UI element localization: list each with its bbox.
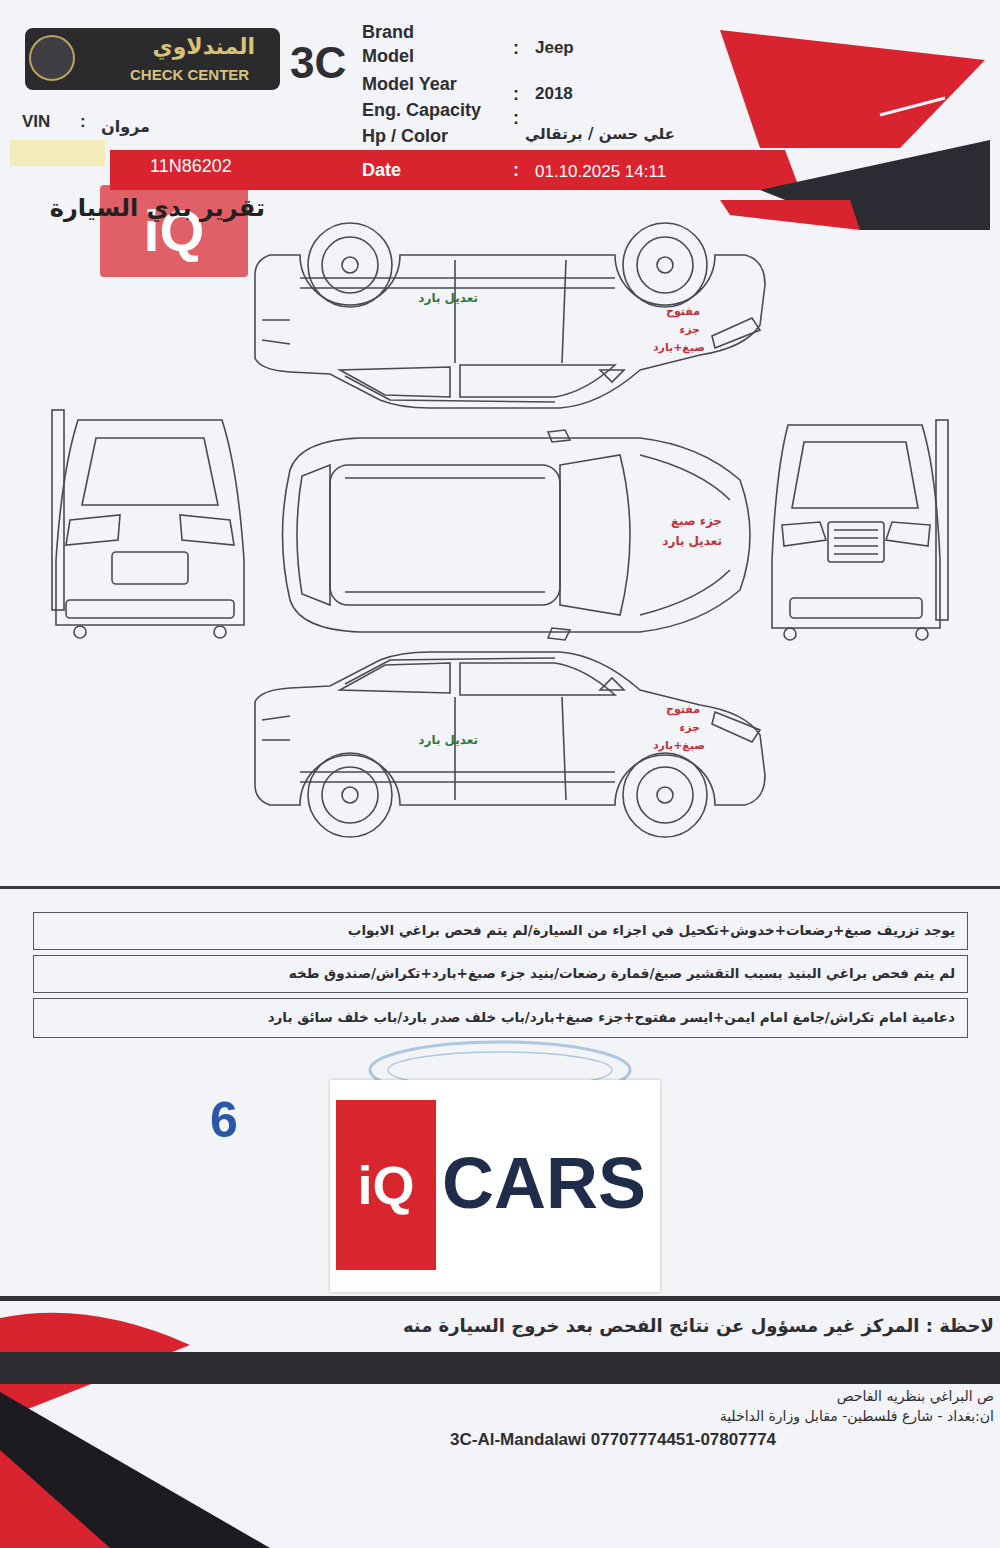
car-rear-view-left — [52, 410, 244, 638]
separator: : — [513, 108, 519, 129]
damage-note: تعديل بارد — [418, 292, 478, 306]
damage-note: جزء صبغ — [671, 515, 722, 529]
car-side-view-flipped — [255, 223, 765, 408]
note-row-text: يوجد تزريف صبغ+رضعات+خدوش+تكحيل في اجزاء… — [46, 922, 955, 938]
note-row: لم يتم فحص براغي البنيد بسبب التقشير صبغ… — [33, 955, 968, 993]
note-row: دعامية امام تكراش/جامغ امام ايمن+ايسر مف… — [33, 998, 968, 1038]
car-top-view — [283, 430, 751, 640]
car-side-view — [255, 652, 765, 837]
section-rule — [0, 886, 1000, 889]
separator: : — [513, 84, 519, 105]
damage-note: صبغ+بارد — [653, 342, 705, 355]
field-value: مروان — [101, 118, 150, 136]
footer-address: ان:بغداد - شارع فلسطين- مقابل وزارة الدا… — [720, 1408, 994, 1424]
page-number: 6 — [210, 1092, 238, 1150]
brand-mark: 3C — [290, 38, 346, 89]
brand-subtitle: CHECK CENTER — [130, 66, 249, 83]
damage-note: مفتوح — [666, 704, 700, 717]
damage-note: جزء — [680, 324, 700, 337]
damage-note: مفتوح — [666, 306, 700, 319]
header-decoration — [10, 28, 990, 230]
separator: : — [513, 160, 519, 181]
separator: : — [80, 112, 86, 132]
logo-badge-text: iQ — [336, 1100, 436, 1270]
note-row-text: لم يتم فحص براغي البنيد بسبب التقشير صبغ… — [46, 965, 955, 981]
damage-note: جزء — [680, 722, 700, 735]
brand-name: المندلاوي — [153, 34, 255, 59]
car-front-view-right — [772, 420, 948, 640]
field-name: Eng. Capacity — [362, 100, 481, 121]
field-name: Model Year — [362, 74, 457, 95]
footer-decoration — [0, 1296, 1000, 1548]
footer-contact: 3C-Al-Mandalawi 07707774451-07807774 — [450, 1430, 776, 1450]
disclaimer-note: لاحظة : المركز غير مسؤول عن نتائج الفحص … — [403, 1316, 994, 1337]
logo-card-text: CARS — [442, 1142, 646, 1224]
note-row-text: دعامية امام تكراش/جامغ امام ايمن+ايسر مف… — [46, 1009, 955, 1025]
field-value: Jeep — [535, 38, 574, 58]
field-name: Hp / Color — [362, 126, 448, 147]
field-value: 01.10.2025 14:11 — [535, 162, 666, 182]
footer-note: ص البراغي بنظريه الفاحص — [837, 1388, 994, 1404]
field-name: VIN — [22, 112, 50, 132]
note-row: يوجد تزريف صبغ+رضعات+خدوش+تكحيل في اجزاء… — [33, 912, 968, 950]
logo-card: CARSiQ — [330, 1080, 660, 1292]
field-value: 11N86202 — [150, 156, 232, 177]
report-title: تقرير بدي السيارة — [50, 195, 265, 223]
damage-note: تعديل بارد — [418, 734, 478, 748]
field-name: Brand — [362, 22, 414, 43]
field-value: علي حسن / برتقالي — [525, 126, 675, 143]
logo-badge: iQ — [336, 1100, 436, 1270]
damage-note: صبغ+بارد — [653, 740, 705, 753]
field-value: 2018 — [535, 84, 573, 104]
field-name: Model — [362, 46, 414, 67]
separator: : — [513, 38, 519, 59]
field-name: Date — [362, 160, 401, 181]
damage-note: تعديل بارد — [662, 535, 722, 549]
